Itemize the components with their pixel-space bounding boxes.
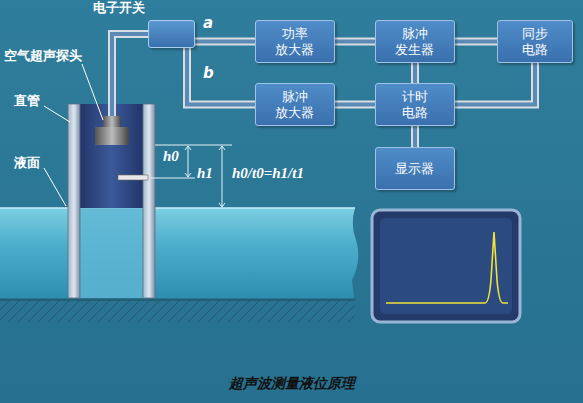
pipe-connector xyxy=(335,41,375,42)
box-label: 显示器 xyxy=(394,161,437,177)
liquid-surface-label: 液面 xyxy=(14,154,40,172)
pulse-amplifier-box: 脉冲 放大器 xyxy=(255,83,335,126)
box-label: 计时 电路 xyxy=(394,89,437,120)
probe-label: 空气超声探头 xyxy=(4,47,82,65)
pipe-connector xyxy=(195,41,255,42)
pipe-connector xyxy=(415,126,416,147)
caption: 超声波测量液位原理 xyxy=(229,375,355,393)
h1-dimension: h1 xyxy=(197,165,213,182)
electronic-switch: 电子开关 xyxy=(148,20,195,48)
pipe-connector xyxy=(187,48,255,105)
terminal-b: b xyxy=(203,64,214,82)
pulse-generator-box: 脉冲 发生器 xyxy=(375,20,455,63)
switch-label: 电子开关 xyxy=(93,0,145,17)
box-label: 功率 放大器 xyxy=(274,26,317,57)
display-box: 显示器 xyxy=(375,147,455,190)
pipe-connector xyxy=(335,104,375,105)
power-amplifier-box: 功率 放大器 xyxy=(255,20,335,63)
formula: h0/t0=h1/t1 xyxy=(232,165,304,182)
sync-circuit-box: 同步 电路 xyxy=(497,20,573,63)
h0-dimension: h0 xyxy=(163,148,179,165)
pipe-connector xyxy=(455,63,535,105)
tube-label: 直管 xyxy=(14,92,40,110)
box-label: 脉冲 放大器 xyxy=(274,89,317,120)
pipe-connector xyxy=(455,41,497,42)
box-label: 同步 电路 xyxy=(514,26,557,57)
pipe-connector xyxy=(415,63,416,83)
timer-circuit-box: 计时 电路 xyxy=(375,83,455,126)
box-label: 脉冲 发生器 xyxy=(394,26,437,57)
terminal-a: a xyxy=(203,14,213,32)
